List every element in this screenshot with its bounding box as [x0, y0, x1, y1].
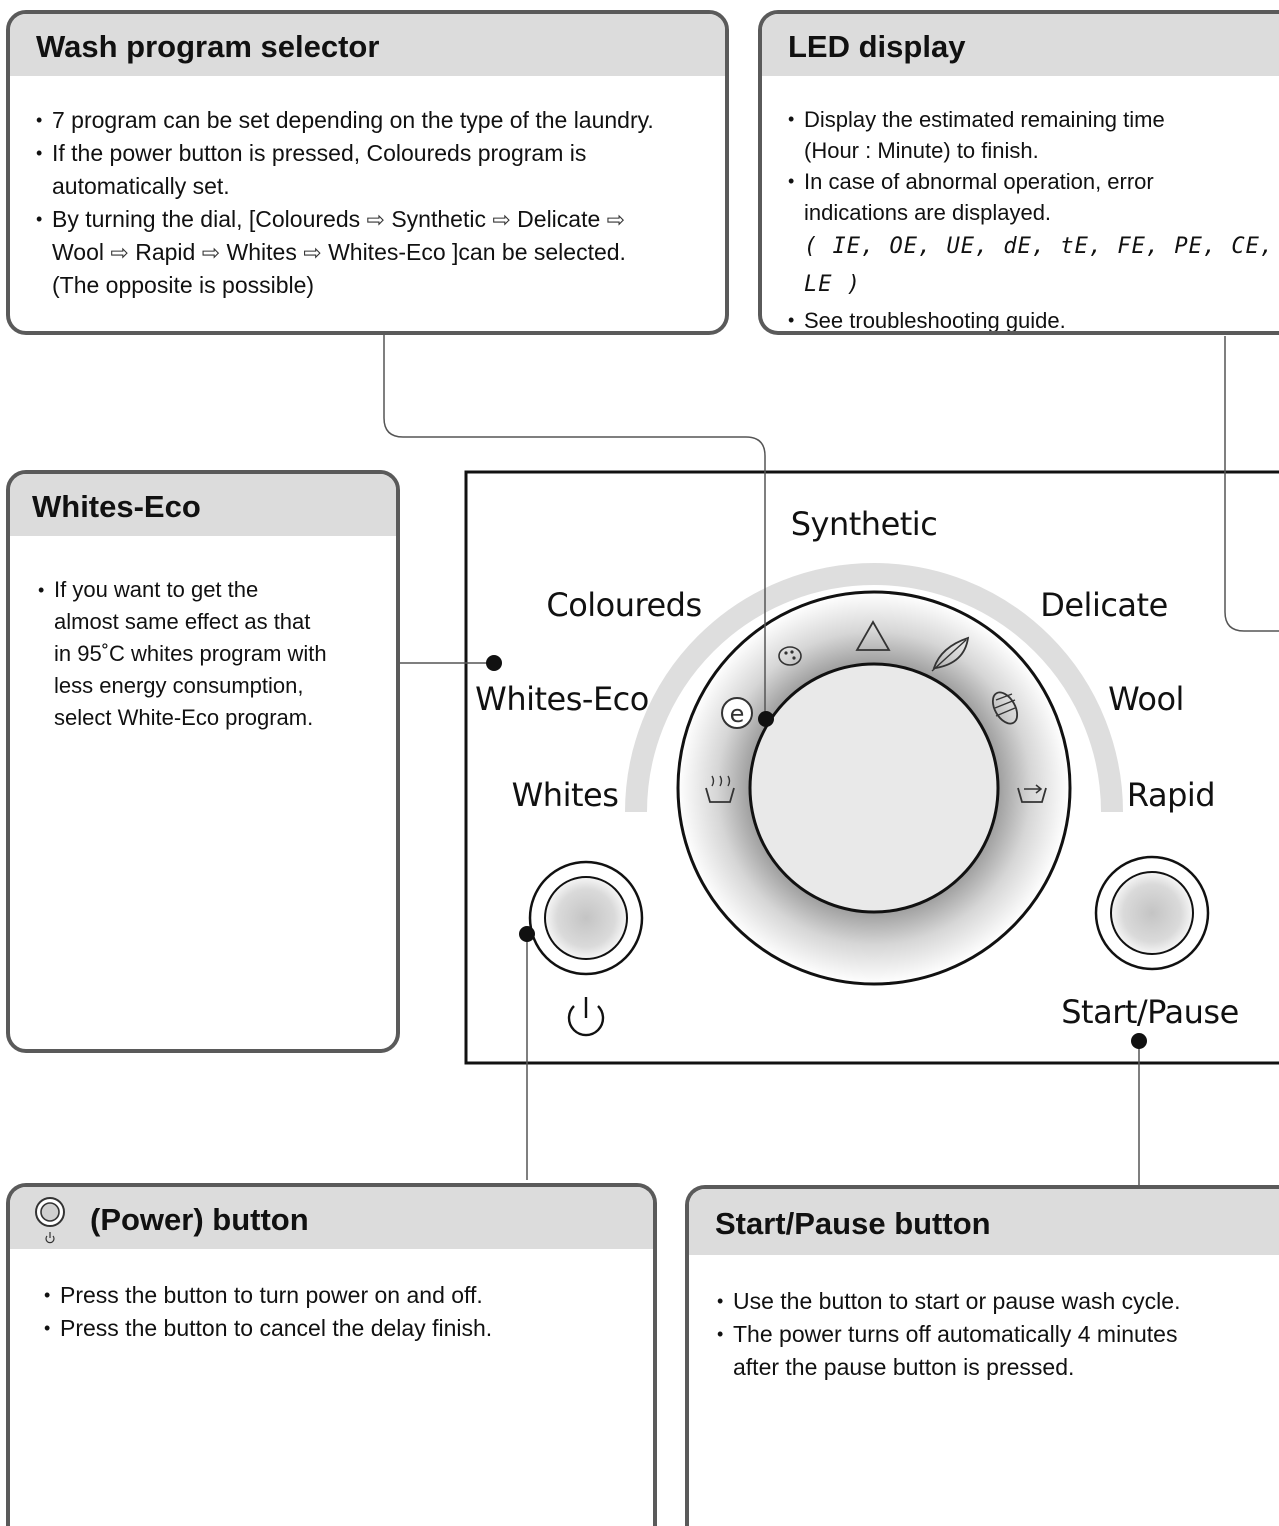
label-wool: Wool [1108, 680, 1184, 718]
svg-text:e: e [730, 700, 745, 728]
label-whites: Whites [512, 776, 619, 814]
label-whites-eco: Whites-Eco [475, 680, 649, 718]
bullet-text: select White-Eco program. [54, 705, 314, 730]
start-pause-title: Start/Pause button [689, 1189, 1279, 1255]
hot-wash-icon [705, 775, 735, 803]
list-item: By turning the dial, [Coloureds ⇨ Synthe… [30, 203, 725, 302]
list-item: Press the button to cancel the delay fin… [38, 1312, 653, 1345]
whites-eco-list: If you want to get the almost same effec… [10, 536, 396, 734]
eco-icon: e [721, 697, 753, 729]
whites-eco-box: Whites-Eco If you want to get the almost… [6, 470, 400, 1053]
list-item: Press the button to turn power on and of… [38, 1279, 653, 1312]
led-display-list: Display the estimated remaining time (Ho… [762, 76, 1279, 333]
bullet-text: Display the estimated remaining time [804, 107, 1165, 132]
bullet-text: In case of abnormal operation, error [804, 169, 1154, 194]
bullet-text: Use the button to start or pause wash cy… [733, 1288, 1181, 1314]
list-item: If the power button is pressed, Coloured… [30, 137, 725, 203]
list-item: In case of abnormal operation, error ind… [782, 166, 1279, 304]
label-synthetic: Synthetic [791, 505, 938, 543]
wash-program-title: Wash program selector [10, 14, 725, 76]
bullet-text: Wool [52, 239, 104, 265]
leader-dot-start-pause [1131, 1033, 1147, 1049]
wash-program-box: Wash program selector 7 program can be s… [6, 10, 729, 335]
arrow-icon: ⇨ [606, 207, 626, 232]
whites-eco-title: Whites-Eco [10, 474, 396, 536]
bullet-text: Rapid [135, 239, 196, 265]
error-codes: ( IE, OE, UE, dE, tE, FE, PE, CE, LE ) [804, 234, 1275, 297]
list-item: 7 program can be set depending on the ty… [30, 104, 725, 137]
bullet-text: Press the button to cancel the delay fin… [60, 1315, 493, 1341]
bullet-text: By turning the dial, [Coloureds [52, 206, 361, 232]
program-sequence-line-2: Wool ⇨ Rapid ⇨ Whites ⇨ Whites-Eco ]can … [52, 236, 725, 269]
label-coloureds: Coloureds [546, 586, 701, 624]
arrow-icon: ⇨ [366, 207, 385, 232]
bullet-text: Whites-Eco ]can be selected. [328, 239, 626, 265]
list-item: If you want to get the almost same effec… [32, 574, 396, 734]
bullet-text: after the pause button is pressed. [733, 1354, 1075, 1380]
program-sequence-line-1: By turning the dial, [Coloureds ⇨ Synthe… [52, 203, 725, 236]
control-panel-frame [464, 470, 1279, 1065]
bullet-text: less energy consumption, [54, 673, 304, 698]
bullet-text: almost same effect as that [54, 609, 311, 634]
list-item: Use the button to start or pause wash cy… [711, 1285, 1279, 1318]
leader-wash-program [383, 334, 766, 719]
bullet-text: automatically set. [52, 173, 230, 199]
arrow-icon: ⇨ [492, 207, 511, 232]
bullet-text: Delicate [517, 206, 601, 232]
bullet-text: (The opposite is possible) [52, 272, 315, 298]
power-button-list: Press the button to turn power on and of… [10, 1249, 653, 1345]
label-delicate: Delicate [1040, 586, 1168, 624]
bullet-text: in 95˚C whites program with [54, 641, 327, 666]
list-item: Display the estimated remaining time (Ho… [782, 104, 1279, 166]
yarn-icon [991, 691, 1019, 725]
power-button-title: (Power) button [90, 1202, 309, 1237]
start-pause-list: Use the button to start or pause wash cy… [689, 1255, 1279, 1384]
bullet-text: Press the button to turn power on and of… [60, 1282, 483, 1308]
leader-led-display [1224, 336, 1279, 632]
power-button[interactable] [544, 876, 628, 960]
leader-dot-dial [758, 711, 774, 727]
arrow-icon: ⇨ [201, 240, 221, 265]
start-pause-box: Start/Pause button Use the button to sta… [685, 1185, 1279, 1526]
rapid-wash-icon [1017, 784, 1047, 803]
list-item: The power turns off automatically 4 minu… [711, 1318, 1279, 1384]
bullet-text: See troubleshooting guide. [804, 308, 1066, 333]
palette-icon [778, 646, 802, 666]
program-arc [625, 563, 1123, 813]
bullet-text: Whites [226, 239, 297, 265]
start-pause-button[interactable] [1110, 871, 1194, 955]
leader-dot-whites-eco [486, 655, 502, 671]
arrow-icon: ⇨ [303, 240, 322, 265]
bullet-text: Synthetic [391, 206, 486, 232]
bullet-text: If the power button is pressed, Coloured… [52, 140, 587, 166]
leaf-icon [931, 636, 970, 672]
led-display-box: LED display Display the estimated remain… [758, 10, 1279, 335]
wash-program-list: 7 program can be set depending on the ty… [10, 76, 725, 302]
dial-knob[interactable] [748, 662, 1000, 914]
arrow-icon: ⇨ [110, 240, 129, 265]
bullet-text: If you want to get the [54, 577, 259, 602]
led-display-title: LED display [762, 14, 1279, 76]
label-start-pause: Start/Pause [1061, 993, 1239, 1031]
list-item: See troubleshooting guide. [782, 304, 1279, 333]
leader-dot-power [519, 926, 535, 942]
power-button-box: (Power) button Press the button to turn … [6, 1183, 657, 1526]
power-button-icon [35, 1197, 65, 1244]
triangle-icon [855, 620, 891, 651]
bullet-text: The power turns off automatically 4 minu… [733, 1321, 1178, 1347]
power-icon [567, 997, 605, 1037]
label-rapid: Rapid [1127, 776, 1215, 814]
power-button-title-bar: (Power) button [10, 1187, 653, 1249]
bullet-text: indications are displayed. [804, 200, 1052, 225]
bullet-text: (Hour : Minute) to finish. [804, 138, 1039, 163]
bullet-text: 7 program can be set depending on the ty… [52, 107, 654, 133]
